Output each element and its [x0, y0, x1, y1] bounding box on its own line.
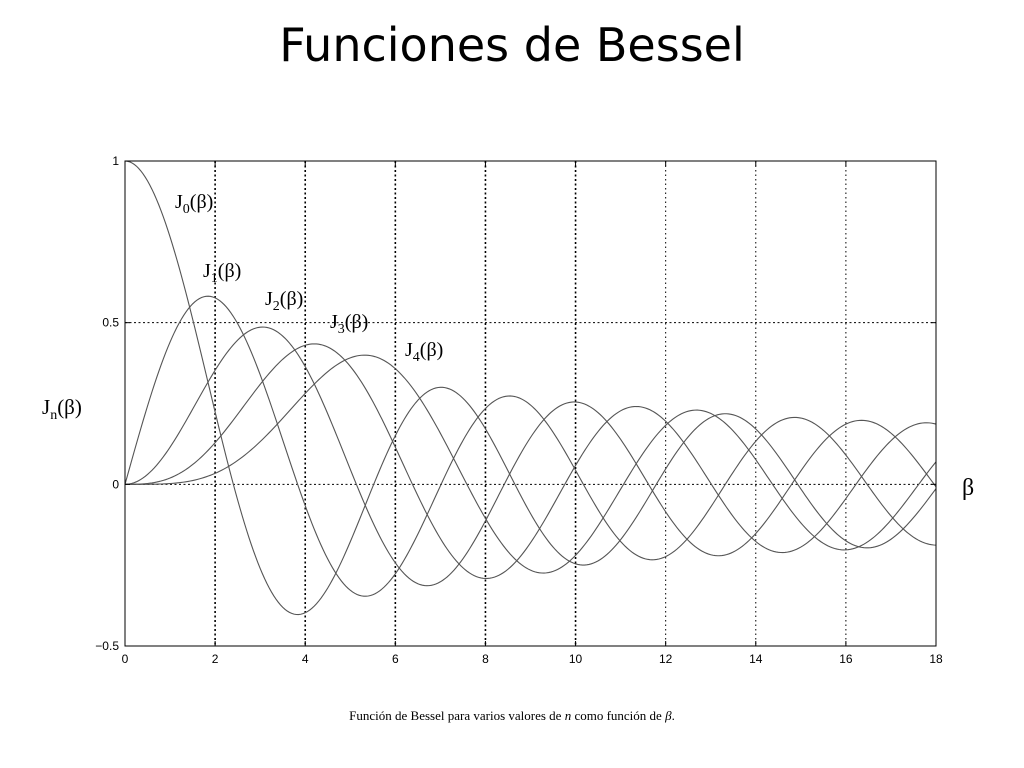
slide-title: Funciones de Bessel: [279, 18, 745, 72]
y-tick-label: 1: [112, 154, 119, 168]
y-axis-label-base: J: [42, 395, 50, 419]
series-label-j1: J1(β): [203, 260, 241, 286]
series-label-j0: J0(β): [175, 191, 213, 217]
x-tick-label: 4: [302, 652, 309, 666]
grid-lines: [125, 161, 936, 646]
series-labels: J0(β) J1(β) J2(β) J3(β) J4(β): [175, 191, 443, 365]
x-tick-label: 10: [569, 652, 583, 666]
figure-caption: Función de Bessel para varios valores de…: [0, 708, 1024, 724]
x-tick-label: 12: [659, 652, 673, 666]
x-tick-label: 6: [392, 652, 399, 666]
x-tick-label: 0: [122, 652, 129, 666]
series-line-j1: [124, 295, 937, 597]
x-tick-label: 8: [482, 652, 489, 666]
x-tick-label: 18: [929, 652, 943, 666]
series-line-j4: [125, 354, 937, 574]
series-line-j0: [124, 160, 937, 616]
caption-text-2: como función de: [571, 708, 666, 723]
caption-n: n: [564, 708, 572, 723]
series-line-j2: [124, 326, 937, 587]
caption-beta: β: [665, 708, 672, 723]
series-label-j4: J4(β): [405, 339, 443, 365]
y-tick-label: 0.5: [102, 316, 119, 330]
y-axis-label-sub: n: [50, 408, 57, 423]
x-axis-label: β: [962, 475, 974, 501]
x-tick-label: 14: [749, 652, 763, 666]
caption-text-1: Función de Bessel para varios valores de: [349, 708, 565, 723]
x-tick-label: 16: [839, 652, 853, 666]
caption-text-3: .: [671, 708, 675, 723]
y-tick-label: 0: [112, 477, 119, 491]
plot-frame: [124, 160, 937, 647]
series-line-j3: [125, 343, 937, 580]
y-axis-label-arg: (β): [57, 395, 82, 419]
x-tick-label: 2: [212, 652, 219, 666]
y-axis-label: Jn(β): [42, 395, 82, 423]
series-label-j2: J2(β): [265, 288, 303, 314]
series-curves: [124, 160, 937, 616]
y-tick-label: −0.5: [95, 639, 119, 653]
series-label-j3: J3(β): [330, 311, 368, 337]
